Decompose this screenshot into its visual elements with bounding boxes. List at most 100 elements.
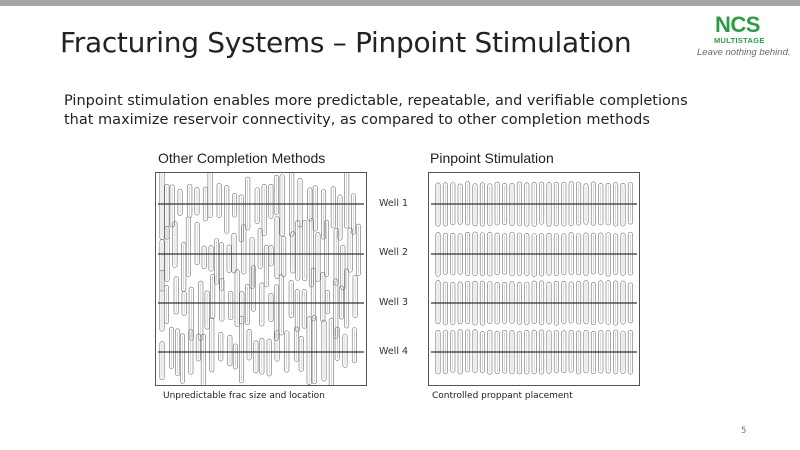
irregular-frac [266, 338, 272, 377]
well-label-2: Well 2 [379, 247, 409, 258]
irregular-frac [324, 219, 330, 278]
irregular-frac [294, 326, 300, 362]
irregular-frac [210, 274, 216, 319]
irregular-frac [254, 187, 260, 224]
irregular-frac [295, 220, 301, 281]
irregular-frac [347, 227, 353, 273]
irregular-frac [261, 184, 267, 236]
irregular-frac [321, 319, 327, 382]
pinpoint-frac-drawing [431, 181, 637, 375]
uniform-frac [590, 282, 596, 326]
irregular-frac [209, 317, 215, 373]
logo-tagline: Leave nothing behind. [697, 47, 791, 58]
caption-pinpoint: Controlled proppant placement [432, 391, 573, 401]
irregular-frac [294, 289, 300, 332]
irregular-frac [268, 245, 274, 267]
irregular-frac [173, 276, 179, 315]
irregular-frac [232, 193, 238, 218]
uniform-frac [531, 233, 537, 277]
irregular-frac [268, 184, 274, 219]
uniform-frac [465, 181, 471, 226]
uniform-frac [539, 181, 545, 225]
irregular-frac [328, 317, 334, 385]
irregular-frac [227, 334, 233, 367]
irregular-frac [330, 186, 336, 229]
uniform-frac [516, 331, 522, 375]
irregular-frac [325, 289, 331, 314]
irregular-frac [350, 193, 356, 235]
well-label-1: Well 1 [379, 198, 409, 209]
irregular-frac [321, 189, 327, 240]
irregular-frac [194, 187, 200, 216]
irregular-frac [232, 343, 238, 370]
slide-title: Fracturing Systems – Pinpoint Stimulatio… [60, 26, 632, 59]
uniform-frac [539, 233, 545, 277]
irregular-frac [179, 333, 185, 384]
irregular-frac [274, 216, 280, 279]
logo-subbrand: MULTISTAGE [714, 36, 765, 45]
irregular-frac [194, 221, 200, 266]
uniform-frac [531, 280, 537, 324]
irregular-frac [239, 291, 245, 325]
irregular-frac [344, 268, 350, 329]
ncs-multistage-logo: NCS MULTISTAGE Leave nothing behind. [697, 12, 791, 64]
irregular-frac [219, 242, 225, 291]
uniform-frac [465, 329, 471, 373]
irregular-frac [219, 278, 225, 322]
other-methods-diagram [155, 172, 367, 386]
irregular-frac [159, 341, 165, 381]
irregular-frac [228, 290, 234, 321]
irregular-frac [273, 174, 279, 215]
irregular-frac [298, 336, 304, 372]
irregular-frac [289, 173, 295, 237]
irregular-frac [259, 337, 265, 375]
irregular-frac [257, 228, 263, 269]
irregular-frac [290, 231, 296, 274]
irregular-frac [188, 286, 194, 341]
logo-brand: NCS [715, 12, 760, 37]
irregular-frac [195, 333, 201, 362]
irregular-frac [169, 184, 175, 228]
irregular-frac [214, 238, 220, 285]
irregular-frac [177, 188, 183, 216]
irregular-frac [249, 237, 255, 289]
irregular-frac [169, 326, 175, 369]
irregular-frac [288, 280, 294, 319]
irregular-frac [185, 216, 191, 277]
irregular-frac [312, 185, 318, 232]
irregular-frac [218, 331, 224, 362]
irregular-frac [259, 282, 265, 327]
irregular-frac [310, 267, 316, 322]
irregular-frac [342, 334, 348, 368]
uniform-frac [435, 280, 441, 324]
irregular-frac [201, 245, 207, 270]
irregular-frac [334, 326, 340, 361]
irregular-frac [263, 244, 269, 288]
irregular-frac [311, 315, 317, 385]
irregular-frac [333, 278, 339, 339]
irregular-frac [200, 333, 206, 385]
irregular-frac [268, 293, 274, 322]
irregular-frac [216, 183, 222, 218]
irregular-frac [172, 221, 178, 268]
irregular-frac [273, 284, 279, 341]
irregular-frac [241, 224, 247, 275]
irregular-frac [278, 274, 284, 336]
irregular-frac [231, 232, 237, 274]
irregular-frac [204, 290, 210, 330]
irregular-frac [253, 340, 259, 374]
irregular-frac [224, 185, 230, 234]
irregular-frac [302, 220, 308, 282]
uniform-frac [568, 330, 574, 373]
uniform-frac [583, 280, 589, 325]
uniform-frac [598, 280, 604, 324]
caption-other: Unpredictable frac size and location [163, 391, 325, 401]
irregular-frac [239, 315, 245, 384]
uniform-frac [627, 182, 633, 225]
pinpoint-diagram [428, 172, 640, 386]
irregular-frac [246, 328, 252, 361]
irregular-frac [355, 223, 361, 276]
irregular-frac [207, 173, 213, 218]
irregular-frac [250, 265, 256, 312]
irregular-frac [351, 327, 357, 364]
